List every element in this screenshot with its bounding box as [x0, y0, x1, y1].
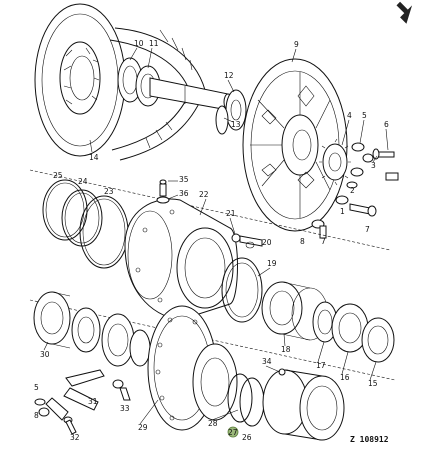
callout-17: 17	[316, 361, 326, 370]
callout-5: 5	[362, 111, 367, 120]
corner-arrow-icon	[396, 1, 413, 24]
callout-25: 25	[53, 171, 63, 180]
callout-8-b: 8	[34, 411, 39, 420]
callout-24: 24	[78, 177, 88, 186]
callout-7: 7	[365, 225, 370, 234]
callout-16: 16	[340, 373, 350, 382]
callout-8: 8	[300, 237, 305, 246]
callout-12: 12	[224, 71, 234, 80]
callout-9: 9	[294, 40, 299, 49]
drawing-reference: Z 108912	[350, 435, 389, 444]
callout-labels: 10 11 9 12 13 14 4 5 6 3 2 1 7 8 7 25 24…	[34, 39, 389, 444]
callout-11: 11	[149, 39, 159, 48]
callout-18: 18	[281, 345, 291, 354]
callout-1: 1	[340, 207, 345, 216]
callout-31: 31	[88, 397, 98, 406]
lower-hub-assembly	[33, 291, 345, 441]
callout-15: 15	[368, 379, 378, 388]
callout-23: 23	[104, 187, 114, 196]
callout-36: 36	[179, 189, 189, 198]
callout-19: 19	[267, 259, 277, 268]
leader-lines	[43, 47, 389, 425]
callout-27: 27	[228, 428, 238, 437]
callout-30: 30	[40, 350, 50, 359]
callout-28: 28	[208, 419, 218, 428]
callout-5-b: 5	[34, 383, 39, 392]
callout-7-b: 7	[321, 237, 326, 246]
callout-10: 10	[134, 39, 144, 48]
callout-22: 22	[199, 190, 209, 199]
callout-20: 20	[262, 238, 272, 247]
callout-29: 29	[138, 423, 148, 432]
callout-26: 26	[242, 433, 252, 442]
callout-21: 21	[226, 209, 236, 218]
callout-33: 33	[120, 404, 130, 413]
callout-6: 6	[384, 120, 389, 129]
callout-13: 13	[231, 120, 241, 129]
callout-4: 4	[347, 111, 352, 120]
housing-assembly	[29, 179, 396, 381]
callout-32: 32	[70, 433, 80, 442]
callout-3: 3	[371, 161, 376, 170]
callout-14: 14	[89, 153, 99, 162]
drive-sheave-assembly	[29, 3, 399, 251]
callout-34: 34	[262, 357, 272, 366]
callout-2: 2	[350, 186, 355, 195]
callout-35: 35	[179, 175, 189, 184]
